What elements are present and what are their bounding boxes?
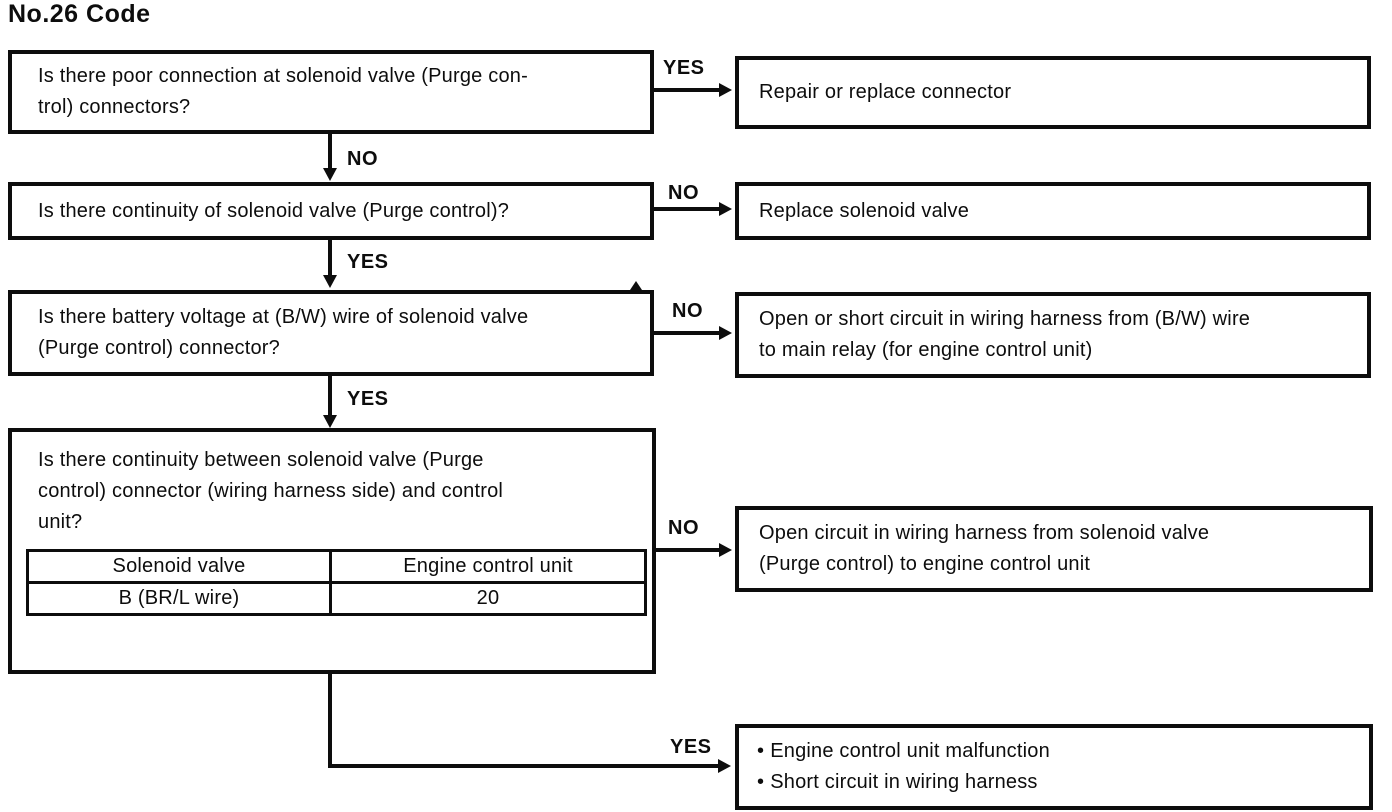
answer-text: Open or short circuit in wiring harness … <box>759 308 1251 361</box>
pin-table: Solenoid valve Engine control unit B (BR… <box>26 549 647 616</box>
no-label-branch3: NO <box>672 300 703 322</box>
pin-table-header-ecu: Engine control unit <box>329 549 647 584</box>
arrow-right-icon <box>718 759 731 773</box>
answer-box-repair-connector: Repair or replace connector <box>735 56 1371 129</box>
arrow-down-icon <box>323 275 337 288</box>
connector-line-q1-q2 <box>328 133 332 170</box>
no-label-branch4: NO <box>668 517 699 539</box>
arrow-down-icon <box>323 168 337 181</box>
answer-text: Repair or replace connector <box>759 81 1012 103</box>
question-text: Is there continuity of solenoid valve (P… <box>38 199 510 222</box>
arrow-right-icon <box>719 543 732 557</box>
answer-box-open-short-circuit: Open or short circuit in wiring harness … <box>735 292 1371 378</box>
connector-line-q4-a5 <box>328 764 719 768</box>
yes-label-branch1: YES <box>663 57 705 79</box>
answer-bullet-item: Engine control unit malfunction <box>757 736 1050 767</box>
answer-text: Open circuit in wiring harness from sole… <box>759 522 1210 575</box>
question-box-continuity-check: Is there continuity of solenoid valve (P… <box>8 182 654 240</box>
question-text: Is there continuity between solenoid val… <box>38 449 504 533</box>
stray-arrowhead-icon <box>630 281 642 290</box>
yes-label-branch5: YES <box>670 736 712 758</box>
arrow-down-icon <box>323 415 337 428</box>
pin-table-cell-wire: B (BR/L wire) <box>26 581 332 616</box>
answer-box-replace-solenoid: Replace solenoid valve <box>735 182 1371 240</box>
connector-line-q2-a2 <box>652 207 720 211</box>
question-text: Is there poor connection at solenoid val… <box>38 65 528 118</box>
question-box-connector-check: Is there poor connection at solenoid val… <box>8 50 654 134</box>
answer-box-ecu-malfunction: Engine control unit malfunction Short ci… <box>735 724 1373 810</box>
answer-bullet-item: Short circuit in wiring harness <box>757 767 1038 798</box>
yes-label-q2: YES <box>347 251 389 273</box>
connector-line-q3-q4 <box>328 376 332 416</box>
question-box-harness-continuity-check: Is there continuity between solenoid val… <box>8 428 656 674</box>
pin-table-header-row: Solenoid valve Engine control unit <box>26 549 647 584</box>
pin-table-header-solenoid: Solenoid valve <box>26 549 332 584</box>
connector-line-q3-a3 <box>652 331 720 335</box>
answer-text: Replace solenoid valve <box>759 199 970 222</box>
no-label-q1: NO <box>347 148 378 170</box>
connector-line-q4-down <box>328 672 332 768</box>
answer-box-open-circuit: Open circuit in wiring harness from sole… <box>735 506 1373 592</box>
connector-line-q1-a1 <box>652 88 720 92</box>
connector-line-q2-q3 <box>328 240 332 276</box>
question-box-battery-voltage-check: Is there battery voltage at (B/W) wire o… <box>8 290 654 376</box>
no-label-branch2: NO <box>668 182 699 204</box>
pin-table-cell-pin: 20 <box>329 581 647 616</box>
pin-table-data-row: B (BR/L wire) 20 <box>26 581 647 616</box>
yes-label-q3: YES <box>347 388 389 410</box>
page-title: No.26 Code <box>8 0 151 28</box>
arrow-right-icon <box>719 202 732 216</box>
arrow-right-icon <box>719 326 732 340</box>
question-text: Is there battery voltage at (B/W) wire o… <box>38 306 529 359</box>
arrow-right-icon <box>719 83 732 97</box>
connector-line-q4-a4 <box>654 548 720 552</box>
